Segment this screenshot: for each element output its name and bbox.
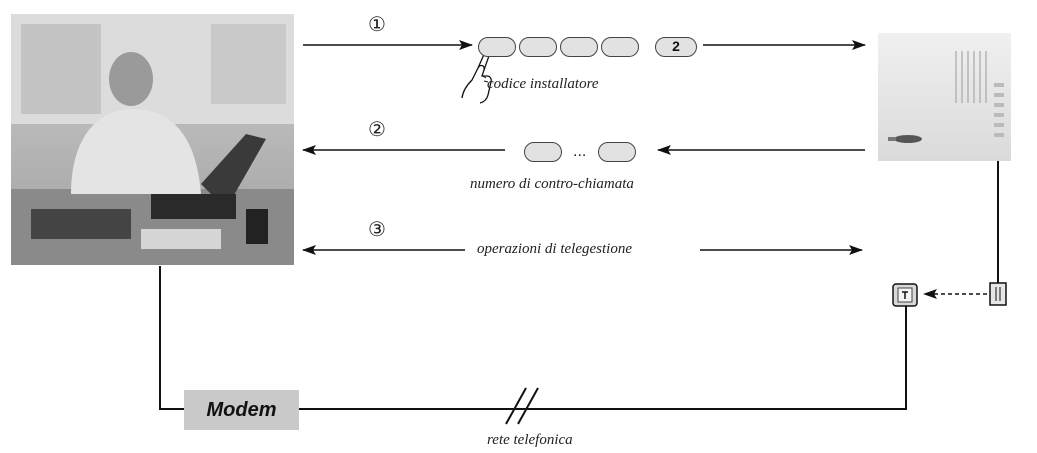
callback-number-label: numero di contro-chiamata bbox=[470, 176, 634, 192]
user-at-computer-photo bbox=[11, 14, 294, 265]
line-modem-to-socket bbox=[299, 304, 907, 410]
modem-box: Modem bbox=[184, 390, 299, 430]
network-break-mark-1 bbox=[505, 387, 527, 425]
phone-plug bbox=[989, 282, 1007, 306]
keypad-key-2: 2 bbox=[655, 37, 697, 57]
callback-ellipsis: ... bbox=[573, 143, 587, 160]
callback-key-first bbox=[524, 142, 562, 162]
step-3-marker: ③ bbox=[368, 217, 386, 241]
keypad-key bbox=[601, 37, 639, 57]
step-1-marker: ① bbox=[368, 12, 386, 36]
phone-network-label: rete telefonica bbox=[487, 432, 573, 448]
installer-code-label: codice installatore bbox=[487, 76, 599, 92]
step-2-marker: ② bbox=[368, 117, 386, 141]
callback-key-last bbox=[598, 142, 636, 162]
alarm-control-panel bbox=[878, 33, 1011, 161]
keypad-key bbox=[519, 37, 557, 57]
keypad-key bbox=[478, 37, 516, 57]
line-pc-to-modem bbox=[159, 266, 184, 410]
network-break-mark-2 bbox=[517, 387, 539, 425]
keypad-key bbox=[560, 37, 598, 57]
remote-operations-label: operazioni di telegestione bbox=[477, 241, 632, 257]
